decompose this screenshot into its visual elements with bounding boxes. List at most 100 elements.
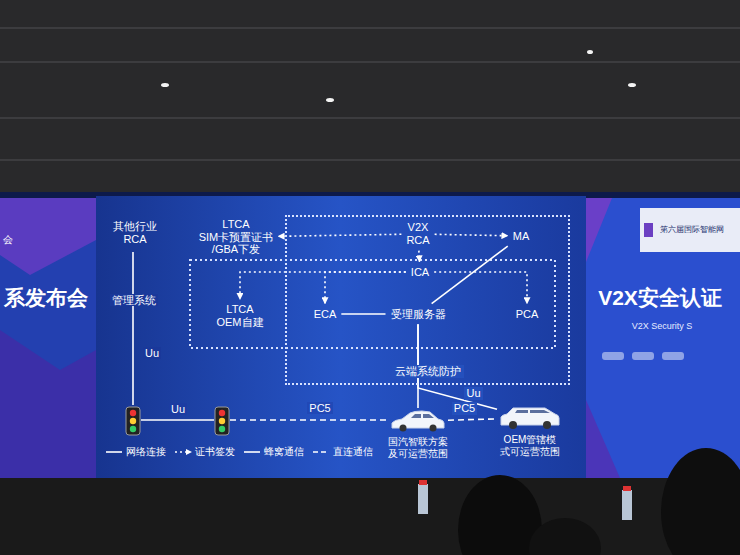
ceiling (0, 0, 740, 192)
ceiling-line (0, 61, 740, 63)
traffic-light-body (215, 407, 229, 435)
vehicle: 国汽智联方案 及可运营范围 (390, 410, 446, 432)
connector (325, 272, 406, 304)
ma-node: MA (510, 228, 533, 245)
traffic-light (126, 407, 140, 435)
right-panel-shape (586, 198, 612, 262)
left-panel (0, 198, 96, 478)
screen-frame (0, 192, 740, 482)
node-text: 国汽智联方案 及可运营范围 (388, 436, 448, 459)
red-lamp (219, 410, 225, 416)
audience-head (529, 518, 601, 555)
panel-text: 会 (3, 234, 13, 246)
network-line (132, 252, 134, 405)
direct-line (230, 419, 386, 421)
panel-title: V2X安全认证 (598, 286, 722, 310)
ceiling-line (0, 27, 740, 29)
car-wheel (430, 425, 437, 432)
connector (435, 234, 508, 235)
ltca-node: LTCA SIM卡预置证书 /GBA下发 (196, 216, 277, 258)
event-name: 第六届国际智能网 (660, 225, 724, 234)
legend-text: 蜂窝通信 (264, 446, 304, 458)
car-outline (390, 410, 446, 432)
yellow-lamp (219, 418, 225, 424)
eca-node: ECA (311, 306, 340, 323)
legend-line (175, 451, 187, 453)
center-panel (96, 196, 586, 478)
dotted-boundary (190, 260, 555, 348)
audience-head (661, 448, 740, 555)
car-body (392, 411, 444, 428)
cloud-region: 云端系统防护 V2X RCA MA ICA ECA 受理服务器 PCA (285, 215, 570, 385)
ica-node: ICA (408, 264, 432, 281)
node-text: V2X RCA (406, 221, 429, 246)
water-bottle (418, 484, 428, 514)
node-text: 云端系统防护 (392, 365, 464, 378)
legend-text: 网络连接 (126, 446, 166, 458)
ceiling-line (0, 117, 740, 119)
link-label: Uu (169, 403, 187, 416)
legend-sample (312, 448, 330, 456)
right-panel-shape (586, 400, 620, 478)
car-wheel (400, 425, 407, 432)
legend-arrowhead (186, 449, 192, 455)
pca-node: PCA (513, 306, 542, 323)
right-panel-header (640, 208, 740, 252)
node-text: OEM管辖模 式可运营范围 (500, 434, 560, 457)
edge-label: Uu (464, 387, 482, 400)
legend-text: 直连通信 (333, 446, 373, 458)
ceiling-light (161, 83, 169, 87)
legend-line (244, 451, 260, 453)
yellow-lamp (130, 418, 136, 424)
car-window (423, 414, 434, 418)
red-lamp (130, 410, 136, 416)
link-label: 管理系统 (110, 294, 158, 307)
legend-sample (243, 448, 261, 456)
node-text: ICA (411, 266, 429, 279)
legend-sample (105, 448, 123, 456)
panel-subtitle: V2X Security S (632, 321, 693, 331)
vehicle: OEM管辖模 式可运营范围 (499, 406, 561, 430)
legend-text: 证书签发 (195, 446, 235, 458)
ceiling-line (0, 159, 740, 161)
sponsor-logo (632, 352, 654, 360)
legend-item: 网络连接 (105, 446, 166, 458)
rca-node: 其他行业 RCA (110, 218, 160, 247)
panel-title: 系发布会 (4, 286, 88, 310)
connector (240, 272, 406, 299)
sponsor-logo (602, 352, 624, 360)
car-wheel (509, 421, 517, 429)
audience-head (458, 475, 542, 555)
legend-line (313, 451, 329, 453)
node-text: 受理服务器 (391, 308, 446, 321)
node-text: ECA (314, 308, 337, 321)
traffic-light-body (126, 407, 140, 435)
car-outline (499, 406, 561, 430)
cellular-line (141, 419, 214, 421)
ltca-node: LTCA OEM自建 (213, 301, 266, 330)
connector (418, 251, 420, 262)
traffic-light (215, 407, 229, 435)
node-text: 其他行业 RCA (113, 220, 157, 245)
legend: 网络连接 证书签发 蜂窝通信 直连通信 (105, 446, 373, 458)
car-window (530, 410, 550, 413)
node-text: LTCA OEM自建 (216, 303, 263, 328)
green-lamp (219, 426, 225, 432)
car-body (501, 408, 559, 425)
ceiling-light (587, 50, 593, 54)
audience-area (0, 478, 740, 555)
logo-mark (644, 223, 653, 237)
bottle-cap (419, 480, 427, 485)
sponsor-logo (662, 352, 684, 360)
ceiling-light (628, 83, 636, 87)
node-text: MA (513, 230, 530, 243)
green-lamp (130, 426, 136, 432)
left-panel-shape (0, 330, 96, 478)
connector (434, 272, 527, 304)
node-text: PCA (516, 308, 539, 321)
connector (278, 234, 401, 236)
